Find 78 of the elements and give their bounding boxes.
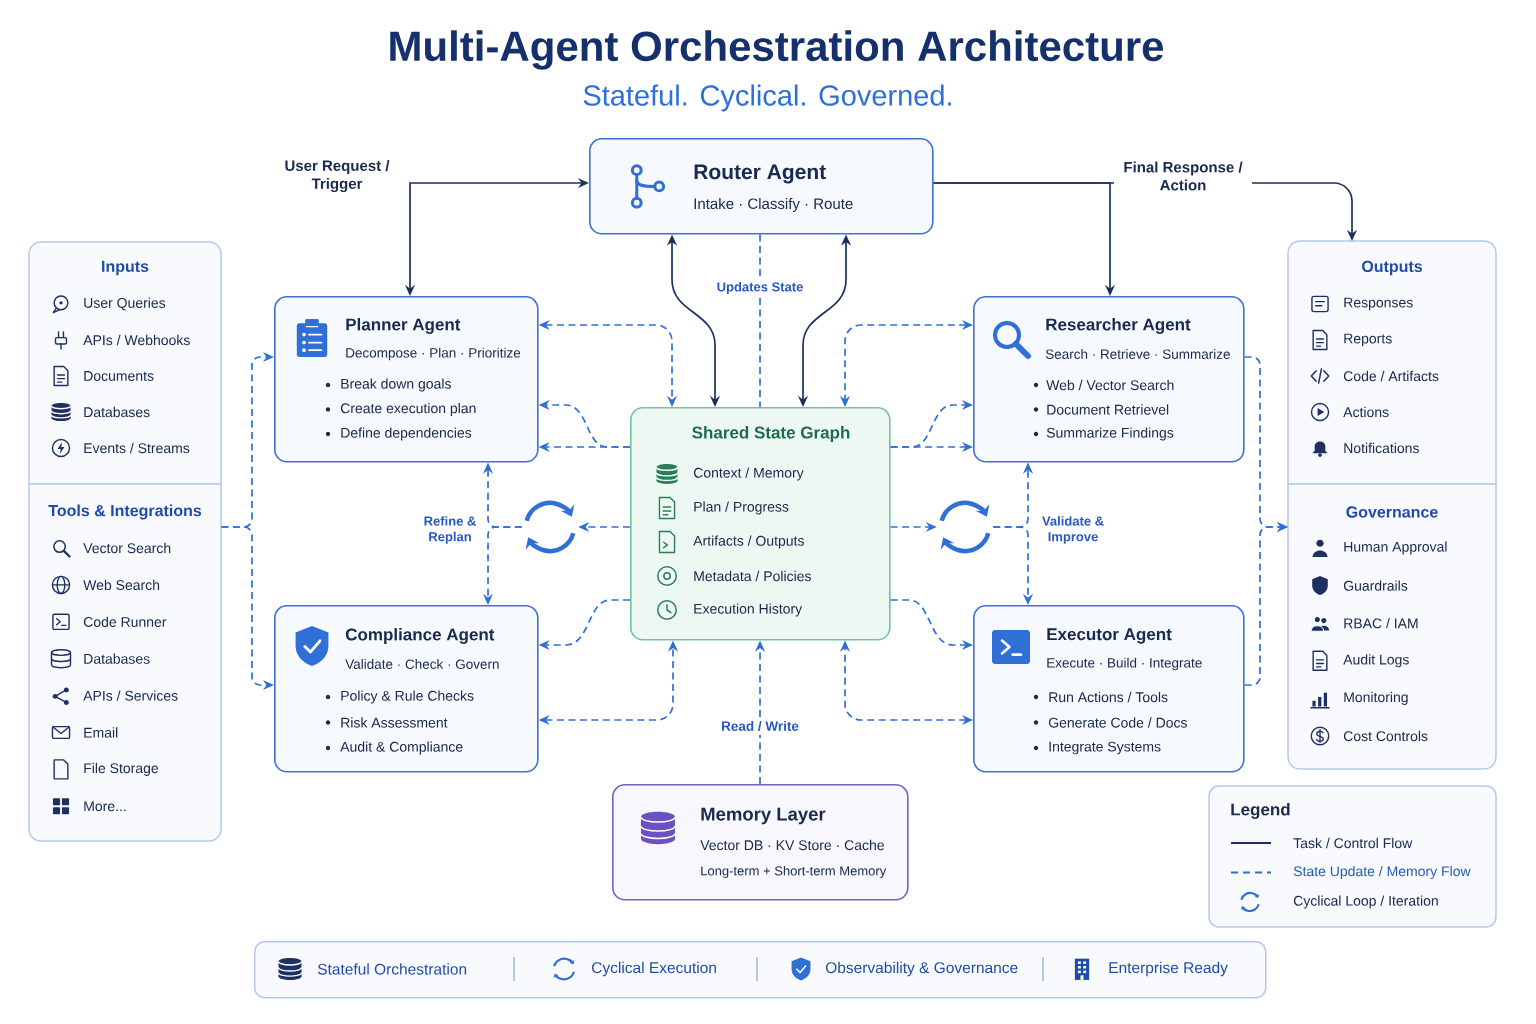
feature-label: Enterprise Ready [1109,961,1228,977]
list-item: Context / Memory [693,467,804,481]
legend-text: Cyclical Loop / Iteration [1293,895,1438,909]
list-item: File Storage [84,762,159,776]
card-title: Executor Agent [1047,628,1172,644]
list-item: Integrate Systems [1049,741,1161,755]
panel-heading: Tools & Integrations [48,504,202,520]
list-item: Run Actions / Tools [1049,691,1168,703]
list-item: Cost Controls [1343,730,1428,742]
list-item: Notifications [1344,442,1419,454]
connector-line [759,233,761,408]
list-item: Execution History [694,603,803,617]
card-title: Memory Layer [701,807,826,825]
list-item: Audit Logs [1343,654,1409,668]
list-item: Monitoring [1344,691,1408,705]
list-item: Email [84,727,118,738]
feature-label: Cyclical Execution [592,961,716,977]
list-item: Guardrails [1343,580,1408,591]
list-item: Databases [84,406,150,418]
list-item: User Queries [84,297,166,311]
list-item: Plan / Progress [694,501,789,515]
list-item: Document Retrievel [1047,404,1169,415]
list-item: Break down goals [341,378,451,392]
list-item: Define dependencies [341,427,472,441]
loop-label: Refine & Replan [424,516,476,544]
list-item: Web Search [83,579,160,591]
panel-heading: Inputs [102,260,149,276]
list-item: Vector Search [83,542,171,554]
card-text: Long-term + Short-term Memory [701,865,887,879]
card-title: Compliance Agent [345,628,495,644]
list-item: Metadata / Policies [694,570,811,582]
list-item: Generate Code / Docs [1048,717,1187,728]
list-item: Web / Vector Search [1046,379,1174,391]
cycle-icon [524,500,576,554]
card-subtitle: Validate · Check · Govern [345,659,499,669]
edge-label: Read / Write [718,718,802,734]
list-item: Create execution plan [340,402,476,416]
edge-label: User Request / Trigger [285,159,390,193]
card-text: Vector DB · KV Store · Cache [700,839,884,851]
loop-label: Validate & Improve [1042,516,1104,544]
legend-text: Task / Control Flow [1293,837,1413,849]
list-item: Documents [84,371,154,381]
card-title: Router Agent [694,164,826,184]
list-item: Audit & Compliance [340,741,463,755]
list-item: RBAC / IAM [1344,618,1418,629]
card-title: Shared State Graph [692,426,850,442]
list-item: Code / Artifacts [1343,370,1439,382]
panel-heading: Governance [1346,506,1438,518]
list-item: Code Runner [83,616,167,627]
list-item: Databases [84,653,150,664]
subtitle: Stateful. Cyclical. Governed. [583,84,951,112]
list-item: Risk Assessment [341,717,448,728]
list-item: APIs / Services [83,690,178,701]
card-title: Researcher Agent [1046,318,1191,334]
list-item: Policy & Rule Checks [341,690,474,704]
card-subtitle: Decompose · Plan · Prioritize [346,347,521,361]
panel-heading: Outputs [1362,260,1422,276]
list-item: Actions [1343,406,1389,418]
card-subtitle: Execute · Build · Integrate [1047,657,1202,671]
list-item: Reports [1344,333,1392,347]
list-item: More... [84,801,126,812]
legend-title: Legend [1231,803,1290,819]
legend-text: State Update / Memory Flow [1293,865,1471,879]
title: Multi-Agent Orchestration Architecture [390,30,1164,70]
list-item: Artifacts / Outputs [693,535,804,549]
list-item: Responses [1344,297,1413,311]
card-title: Planner Agent [346,318,461,334]
list-item: APIs / Webhooks [83,334,190,346]
cycle-icon [939,500,991,554]
card-subtitle: Search · Retrieve · Summarize [1045,349,1230,359]
card-subtitle: Intake · Classify · Route [694,198,853,212]
list-item: Human Approval [1344,541,1447,555]
feature-label: Observability & Governance [825,961,1018,977]
feature-label: Stateful Orchestration [317,963,467,975]
edge-label: Updates State [714,279,806,297]
list-item: Summarize Findings [1046,427,1174,441]
edge-label: Final Response / Action [1114,159,1252,193]
list-item: Events / Streams [84,442,190,454]
